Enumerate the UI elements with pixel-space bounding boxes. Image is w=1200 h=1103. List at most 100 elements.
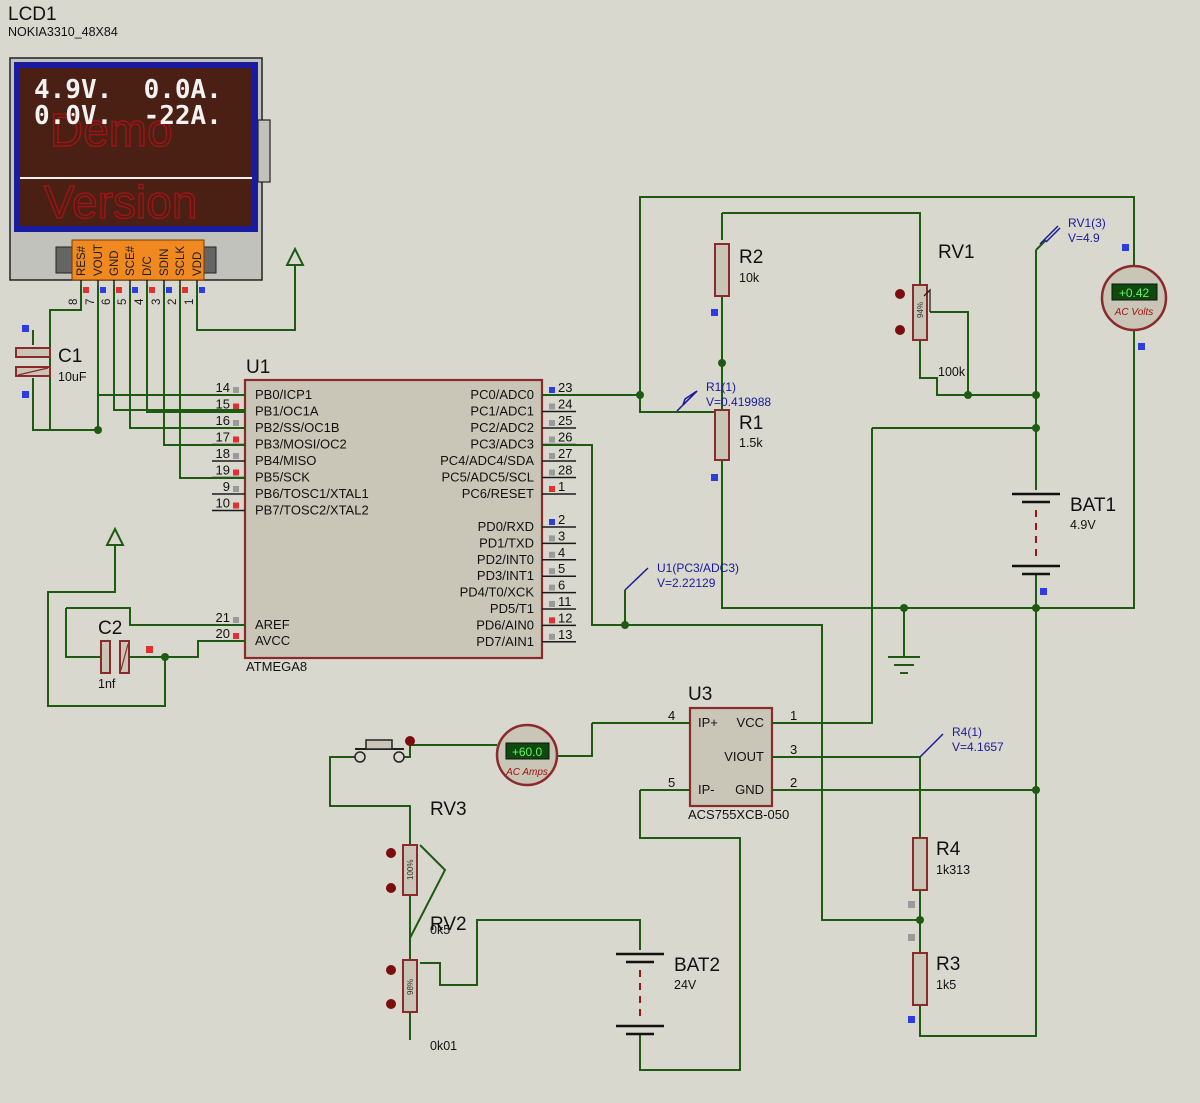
ac-voltmeter[interactable]: +0.42 AC Volts (1100, 264, 1168, 332)
ac-ammeter[interactable]: +60.0 AC Amps (495, 723, 559, 787)
voltage-probe-r1[interactable]: R1(1) V=0.419988 (676, 380, 771, 412)
resistor-r1[interactable]: R1 1.5k (714, 409, 763, 461)
rv3-percent: 100% (406, 860, 415, 880)
lcd1[interactable]: LCD1 NOKIA3310_48X84 Demo Version 4.9V. … (8, 4, 271, 305)
u1-pin-state (549, 469, 555, 476)
lcd-pin-number: 6 (101, 299, 113, 305)
u1-pin-state (549, 436, 555, 443)
c1-ref: C1 (58, 346, 82, 367)
battery-bat1[interactable]: BAT1 4.9V (1012, 492, 1116, 576)
u1-pin-state (549, 633, 555, 640)
u1-pin-number: 9 (223, 479, 230, 494)
resistor-r2[interactable]: R2 10k (714, 243, 763, 297)
probe-pc3-value: V=2.22129 (657, 576, 716, 590)
rv1-ref: RV1 (938, 242, 975, 263)
rv3-ref: RV3 (430, 799, 467, 820)
wires (32, 196, 1135, 1071)
rv1-value: 100k (938, 365, 966, 379)
u3-pin-name: IP+ (698, 715, 718, 730)
u1-ref: U1 (246, 357, 270, 378)
u1-pin-name: PB3/MOSI/OC2 (255, 437, 347, 452)
capacitor-c2[interactable]: C2 1nf (98, 618, 130, 691)
u1-pin-name: PC2/ADC2 (470, 420, 534, 435)
u1-pin-state (549, 617, 555, 624)
potentiometer-rv1[interactable]: 94% RV1 100k (895, 242, 975, 379)
u1-pin-name: PB4/MISO (255, 453, 316, 468)
r1-ref: R1 (739, 413, 763, 434)
u3-body (688, 706, 774, 808)
u1-pin-name: PD1/TXD (479, 535, 534, 550)
u1-pin-state (549, 403, 555, 410)
lcd-screen (20, 68, 252, 226)
u1-pin-number: 2 (558, 512, 565, 527)
u1-part: ATMEGA8 (246, 659, 307, 674)
voltage-probe-r4[interactable]: R4(1) V=4.1657 (919, 725, 1004, 758)
u1-pin-number: 19 (216, 463, 230, 478)
u1-pin-name: PB1/OC1A (255, 404, 319, 419)
u1-pin-name: PD3/INT1 (477, 568, 534, 583)
ammeter-label: AC Amps (505, 767, 548, 778)
lcd-pin-label: RES# (76, 245, 88, 276)
lcd-pin-number: 7 (85, 299, 97, 305)
u1-pin-state (549, 486, 555, 492)
u3-pin-name: VIOUT (724, 749, 764, 764)
u1-pin-name: PD6/AIN0 (476, 617, 534, 632)
probe-r1-name: R1(1) (706, 380, 736, 394)
u1-pin-name: PD4/T0/XCK (460, 585, 535, 600)
lcd-pin-state (100, 287, 106, 293)
u1-pin-state (549, 601, 555, 607)
lcd-side-tab (257, 119, 271, 183)
resistor-r3[interactable]: R3 1k5 (912, 952, 960, 1006)
lcd-line2: 0.0V. -22A. (34, 101, 222, 131)
rv1-percent: 94% (916, 302, 925, 318)
potentiometer-rv2[interactable]: 98% RV2 0k01 (386, 914, 467, 1053)
lcd-pin-state (149, 287, 155, 293)
u1-pin-state (233, 469, 239, 476)
u1-pin-state (233, 436, 239, 443)
power-arrow-icon (105, 526, 125, 546)
c2-value: 1nf (98, 677, 116, 691)
u1-pin-name: PD0/RXD (478, 519, 534, 534)
u3-pin-name: GND (735, 782, 764, 797)
lcd-pin-state (116, 287, 122, 293)
bat2-ref: BAT2 (674, 955, 720, 976)
lcd-connector (71, 239, 205, 281)
u3-pin-name: IP- (698, 782, 715, 797)
lcd-pin-number: 5 (117, 299, 129, 305)
u1-pin-name: AREF (255, 617, 290, 632)
u1-pin-state (233, 617, 239, 623)
r4-ref: R4 (936, 839, 961, 860)
u1-pin-number: 4 (558, 545, 565, 560)
u1-pin-state (549, 420, 555, 426)
rv2-ref: RV2 (430, 914, 467, 935)
capacitor-c1[interactable]: C1 10uF (15, 346, 87, 384)
u3-pin-number: 2 (790, 775, 797, 790)
battery-bat2[interactable]: BAT2 24V (616, 952, 720, 1036)
pin-state-markers (22, 244, 1145, 1023)
u1-pin-number: 11 (558, 594, 572, 609)
lcd-pin-number: 8 (68, 299, 80, 305)
u3-part: ACS755XCB-050 (688, 807, 789, 822)
u1-pin-number: 14 (216, 380, 230, 395)
u1-pin-number: 10 (216, 496, 230, 511)
resistor-r4[interactable]: R4 1k313 (912, 837, 970, 891)
push-button-switch[interactable] (354, 736, 415, 763)
lcd-pin-number: 2 (167, 299, 179, 305)
potentiometer-rv3[interactable]: 100% RV3 0k5 (386, 799, 467, 937)
voltmeter-reading: +0.42 (1119, 286, 1150, 300)
u1-pin-state (233, 387, 239, 393)
u1-pin-name: PD5/T1 (490, 601, 534, 616)
u1-pin-number: 16 (216, 413, 230, 428)
u1-pin-number: 13 (558, 627, 572, 642)
u1-pin-state (233, 633, 239, 639)
u1-pin-number: 12 (558, 610, 572, 625)
voltage-probe-pc3[interactable]: U1(PC3/ADC3) V=2.22129 (624, 561, 739, 591)
u1-pin-number: 15 (216, 397, 230, 412)
lcd-model: NOKIA3310_48X84 (8, 25, 118, 39)
probe-rv1-name: RV1(3) (1068, 216, 1106, 230)
voltage-probe-rv1[interactable]: RV1(3) V=4.9 (1035, 216, 1106, 251)
